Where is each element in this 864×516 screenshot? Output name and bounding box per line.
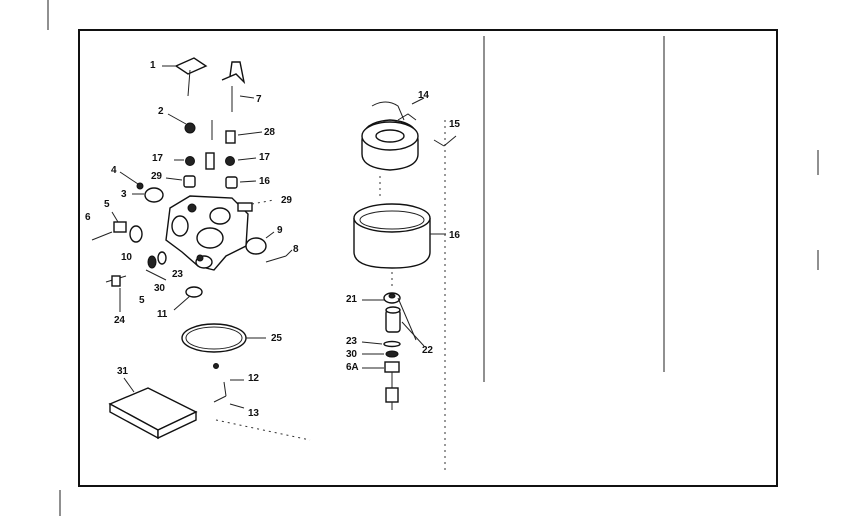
part-28-spring (225, 130, 263, 144)
part-17-seal-left (174, 156, 195, 166)
part-1-throttle-shaft (162, 57, 208, 97)
callout-16-small: 16 (259, 176, 270, 187)
callout-6a: 6A (346, 362, 359, 373)
callout-16-bowl: 16 (449, 230, 460, 241)
part-9-throttle-plate (245, 231, 275, 255)
part-5-spring (111, 211, 127, 233)
part-7-choke-shaft (221, 61, 255, 112)
callout-3: 3 (121, 189, 127, 200)
callout-12: 12 (248, 373, 259, 384)
callout-13: 13 (248, 408, 259, 419)
part-23-seal (361, 340, 401, 348)
part-17-seal-right (225, 156, 257, 166)
callout-11: 11 (157, 309, 168, 320)
part-12-inlet-needle (213, 363, 244, 397)
part-14-bowl-cover (361, 97, 425, 171)
part-16-bushing (225, 176, 257, 189)
callout-24: 24 (114, 315, 125, 326)
part-16-float-bowl (353, 203, 446, 269)
callout-5-top: 5 (104, 199, 110, 210)
callout-30-left: 30 (154, 283, 165, 294)
callout-6: 6 (85, 212, 91, 223)
part-oring (129, 225, 143, 243)
callout-25: 25 (271, 333, 282, 344)
part-bottom-bolt (385, 387, 399, 410)
callout-8: 8 (293, 244, 299, 255)
diagram-frame (78, 29, 778, 487)
part-spring-center (205, 152, 215, 170)
callout-21: 21 (346, 294, 357, 305)
callout-17-right: 17 (259, 152, 270, 163)
callout-29-top: 29 (151, 171, 162, 182)
callout-29-right: 29 (281, 195, 292, 206)
part-25-gasket (181, 323, 266, 353)
part-10-seal (147, 251, 167, 269)
callout-7: 7 (256, 94, 262, 105)
part-6-needle (91, 231, 113, 241)
callout-1: 1 (150, 60, 156, 71)
part-13-pin (213, 395, 245, 409)
leader (173, 295, 191, 311)
callout-17-left: 17 (152, 153, 163, 164)
part-30-washer-left (145, 269, 167, 281)
dashed-leader (215, 419, 311, 441)
callout-22: 22 (422, 345, 433, 356)
part-15-pin (433, 135, 457, 147)
part-3-choke-plate (132, 187, 164, 203)
callout-31: 31 (117, 366, 128, 377)
part-31-repair-kit-box (108, 377, 198, 440)
callout-30-right: 30 (346, 349, 357, 360)
part-11-oring (185, 286, 203, 298)
part-22-bolt (385, 297, 425, 347)
callout-10: 10 (121, 252, 132, 263)
part-2-screw (167, 113, 213, 140)
callout-28: 28 (264, 127, 275, 138)
callout-14: 14 (418, 90, 429, 101)
callout-23-left: 23 (172, 269, 183, 280)
part-21-nut (362, 292, 401, 304)
part-29-bushing (165, 175, 196, 188)
part-6a-needle (362, 361, 400, 388)
callout-4: 4 (111, 165, 117, 176)
callout-23-right: 23 (346, 336, 357, 347)
part-30-washer (362, 350, 399, 358)
callout-15: 15 (449, 119, 460, 130)
callout-2: 2 (158, 106, 164, 117)
part-24-needle (105, 275, 127, 312)
callout-9: 9 (277, 225, 283, 236)
callout-5-bottom: 5 (139, 295, 145, 306)
carburetor-body (165, 195, 249, 271)
part-28-screw (237, 199, 275, 212)
part-4-screw (119, 171, 144, 190)
part-8-screw (265, 249, 293, 263)
